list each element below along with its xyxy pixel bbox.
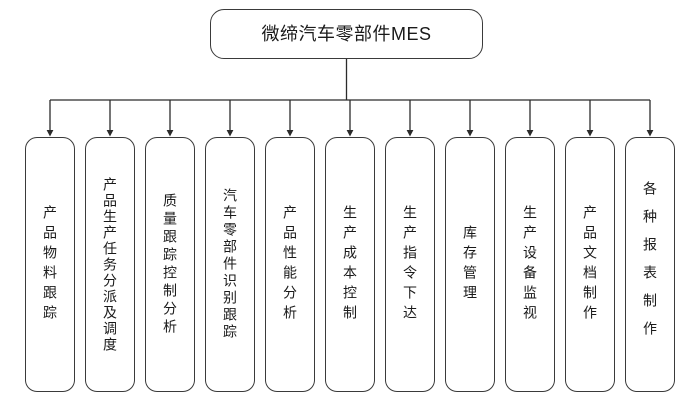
root-node-label: 微缔汽车零部件MES: [261, 24, 432, 44]
leaf-node-label: 产品文档制作: [582, 204, 598, 325]
leaf-node-label: 汽车零部件识别跟踪: [222, 188, 238, 341]
leaf-node-label: 产品物料跟踪: [42, 204, 58, 325]
leaf-node-2[interactable]: 产品生产任务分派及调度: [85, 137, 135, 392]
leaf-node-3[interactable]: 质量跟踪控制分析: [145, 137, 195, 392]
leaf-node-label: 生产成本控制: [342, 204, 358, 325]
leaf-node-label: 产品性能分析: [282, 204, 298, 325]
leaf-node-6[interactable]: 生产成本控制: [325, 137, 375, 392]
root-node[interactable]: 微缔汽车零部件MES: [210, 9, 483, 59]
leaf-node-4[interactable]: 汽车零部件识别跟踪: [205, 137, 255, 392]
leaf-node-9[interactable]: 生产设备监视: [505, 137, 555, 392]
leaf-node-label: 各种报表制作: [642, 180, 658, 349]
leaf-node-label: 质量跟踪控制分析: [162, 192, 178, 337]
leaf-node-11[interactable]: 各种报表制作: [625, 137, 675, 392]
leaf-node-8[interactable]: 库存管理: [445, 137, 495, 392]
leaf-node-label: 产品生产任务分派及调度: [102, 176, 118, 353]
leaf-node-label: 生产设备监视: [522, 204, 538, 325]
leaf-node-1[interactable]: 产品物料跟踪: [25, 137, 75, 392]
leaf-node-label: 生产指令下达: [402, 204, 418, 325]
leaf-node-5[interactable]: 产品性能分析: [265, 137, 315, 392]
leaf-node-10[interactable]: 产品文档制作: [565, 137, 615, 392]
leaf-node-label: 库存管理: [462, 224, 478, 305]
leaf-node-7[interactable]: 生产指令下达: [385, 137, 435, 392]
